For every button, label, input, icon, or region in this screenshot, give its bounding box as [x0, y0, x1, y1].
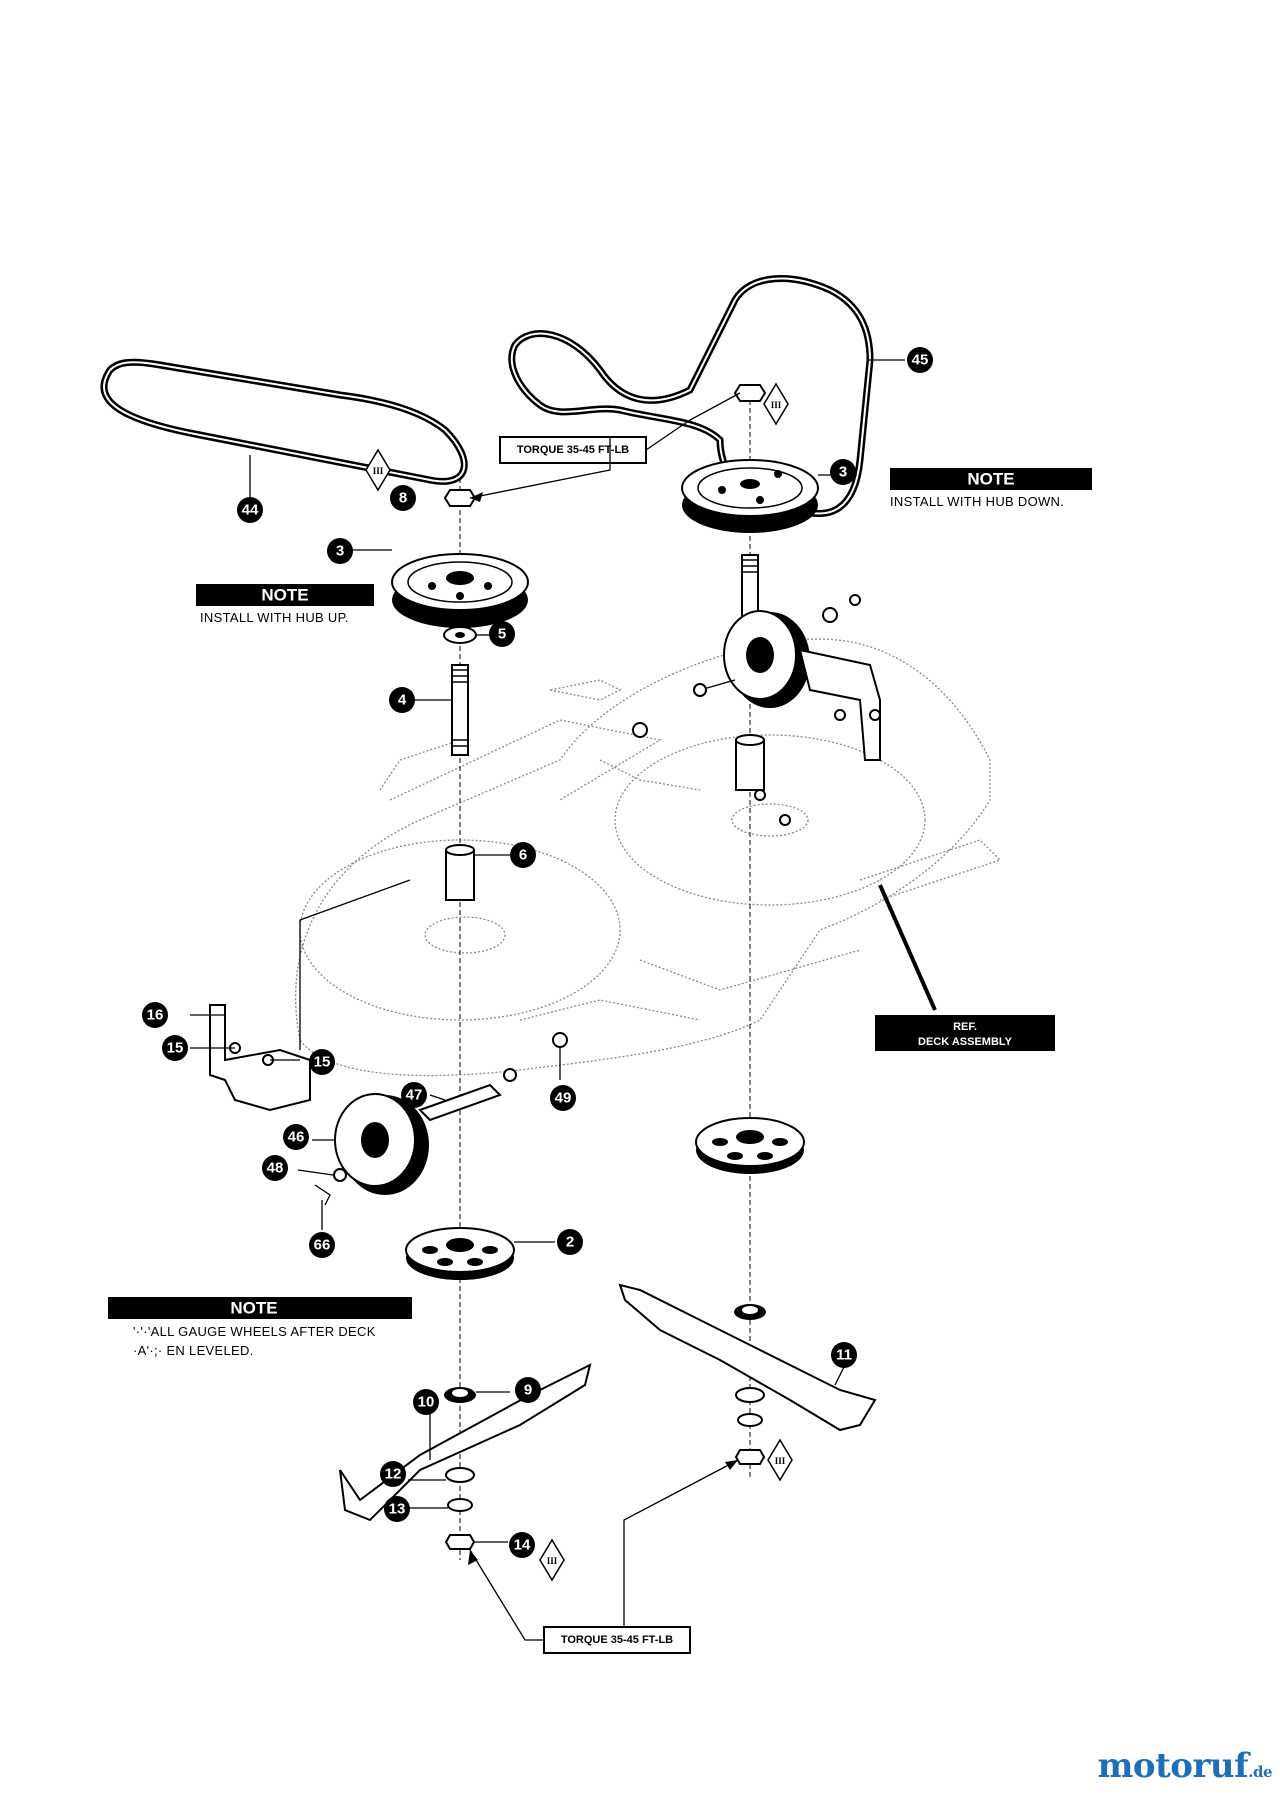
svg-text:9: 9 [524, 1382, 532, 1399]
svg-text:15: 15 [167, 1040, 184, 1057]
svg-text:48: 48 [267, 1160, 284, 1177]
left-spindle-4 [415, 664, 469, 756]
badge-symbol: III [775, 1456, 786, 1466]
note-hub-up-title: NOTE [261, 586, 308, 605]
svg-text:8: 8 [399, 490, 407, 507]
right-washers [734, 1304, 766, 1465]
torque-box-bottom: TORQUE 35-45 FT-LB [468, 1459, 739, 1654]
callout-4: 4 [389, 687, 415, 713]
svg-text:15: 15 [314, 1054, 331, 1071]
svg-text:47: 47 [406, 1087, 423, 1104]
callout-8: 8 [390, 485, 416, 511]
deck-ref-box: REF. DECK ASSEMBLY [875, 1015, 1055, 1051]
note-gauge-line-2: ·A'·;· EN LEVELED. [133, 1343, 254, 1358]
callout-16: 16 [142, 1002, 168, 1028]
right-gauge-wheel [632, 594, 881, 826]
badge-symbol: III [373, 466, 384, 476]
svg-text:12: 12 [385, 1466, 402, 1483]
callout-44: 44 [237, 497, 263, 523]
callout-15-left: 15 [162, 1035, 188, 1061]
callout-2: 2 [557, 1229, 583, 1255]
torque-box-top: TORQUE 35-45 FT-LB [469, 392, 741, 502]
svg-text:6: 6 [519, 847, 527, 864]
right-blade-adapter [695, 1117, 805, 1174]
svg-text:14: 14 [514, 1537, 531, 1554]
callout-47: 47 [401, 1082, 427, 1108]
left-gauge-wheel-assembly [190, 879, 568, 1230]
brand-tld: .de [1248, 1763, 1272, 1781]
belt-45 [508, 275, 905, 517]
right-nut-top [733, 384, 767, 402]
left-washers-9-12-13 [408, 1387, 510, 1550]
belt-44 [100, 358, 468, 500]
callout-9: 9 [515, 1377, 541, 1403]
svg-text:16: 16 [147, 1007, 164, 1024]
badge-iii-right-top: III [763, 382, 789, 426]
callout-66: 66 [309, 1232, 335, 1258]
svg-text:45: 45 [912, 352, 929, 369]
svg-text:3: 3 [839, 464, 847, 481]
callout-14: 14 [509, 1532, 535, 1558]
note-hub-down-text: INSTALL WITH HUB DOWN. [890, 494, 1064, 509]
callout-46: 46 [283, 1124, 309, 1150]
svg-text:11: 11 [836, 1347, 852, 1364]
badge-iii-left-belt: III [365, 448, 391, 492]
callout-10: 10 [413, 1389, 439, 1415]
note-gauge-line-1: '·'·'ALL GAUGE WHEELS AFTER DECK [133, 1324, 376, 1339]
callout-13: 13 [384, 1496, 410, 1522]
svg-text:3: 3 [336, 543, 344, 560]
callout-6: 6 [510, 842, 536, 868]
svg-text:44: 44 [242, 502, 259, 519]
callout-49: 49 [550, 1085, 576, 1111]
svg-text:2: 2 [566, 1234, 574, 1251]
ref-line-1: REF. [953, 1021, 977, 1033]
svg-text:4: 4 [398, 692, 407, 709]
badge-symbol: III [547, 1556, 558, 1566]
right-bearing-housing [735, 734, 765, 791]
note-gauge-wheels: NOTE '·'·'ALL GAUGE WHEELS AFTER DECK ·A… [108, 1297, 412, 1358]
left-blade-adapter-2 [405, 1227, 555, 1280]
ref-line-2: DECK ASSEMBLY [918, 1036, 1013, 1048]
note-hub-down-title: NOTE [967, 470, 1014, 489]
note-hub-up-text: INSTALL WITH HUB UP. [200, 610, 349, 625]
left-bearing-housing-6 [445, 844, 510, 901]
svg-text:10: 10 [418, 1394, 435, 1411]
note-hub-down: NOTE INSTALL WITH HUB DOWN. [890, 468, 1092, 509]
torque-label-bottom: TORQUE 35-45 FT-LB [561, 1634, 673, 1646]
svg-text:5: 5 [498, 626, 506, 643]
brand-name: motoruf [1097, 1746, 1249, 1786]
note-hub-up: NOTE INSTALL WITH HUB UP. [196, 584, 374, 625]
callout-12: 12 [380, 1461, 406, 1487]
svg-text:49: 49 [555, 1090, 572, 1107]
callout-5: 5 [489, 621, 515, 647]
badge-symbol: III [771, 400, 782, 410]
callout-11: 11 [831, 1342, 857, 1368]
svg-text:66: 66 [314, 1237, 331, 1254]
note-gauge-title: NOTE [230, 1299, 277, 1318]
badge-iii-right-bottom: III [767, 1438, 793, 1482]
left-nut-8 [443, 489, 477, 507]
callout-48: 48 [262, 1155, 288, 1181]
torque-label-top: TORQUE 35-45 FT-LB [517, 444, 629, 456]
callout-3-left: 3 [327, 538, 353, 564]
callout-3-right: 3 [830, 459, 856, 485]
callout-15-right: 15 [309, 1049, 335, 1075]
brand-watermark: motoruf.de [1097, 1746, 1272, 1786]
left-washer-5 [443, 626, 490, 644]
svg-text:46: 46 [288, 1129, 305, 1146]
badge-iii-left-bottom: III [539, 1538, 565, 1582]
left-pulley [340, 549, 529, 628]
callouts: 44 8 3 5 4 6 45 3 16 15 15 47 49 46 48 6… [142, 347, 933, 1558]
callout-45: 45 [907, 347, 933, 373]
svg-text:13: 13 [389, 1501, 406, 1518]
right-blade-11 [618, 1283, 877, 1432]
right-pulley [681, 459, 840, 533]
